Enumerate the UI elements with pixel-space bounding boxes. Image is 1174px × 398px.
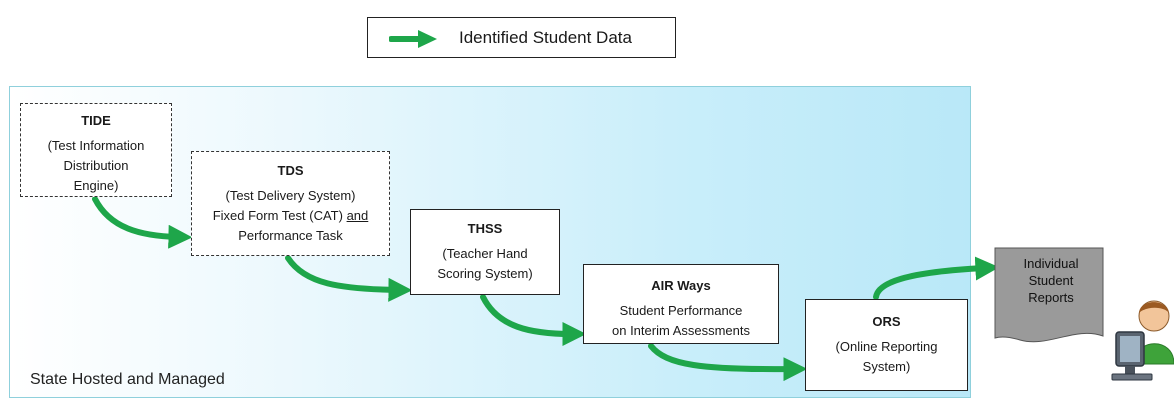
legend-label: Identified Student Data [459, 28, 632, 47]
thss-title: THSS [467, 221, 503, 236]
tide-line: (Test Information [47, 138, 145, 153]
tds-line: Fixed Form Test (CAT) and [192, 206, 389, 226]
airways-line: on Interim Assessments [612, 323, 750, 338]
arrow-ors-to-reports [873, 256, 1000, 300]
tds-line: (Test Delivery System) [225, 188, 356, 203]
tide-line: Engine) [73, 178, 119, 193]
arrow-tds-to-thss [285, 255, 413, 302]
user-computer-icon [1111, 300, 1174, 381]
thss-line: (Teacher Hand [442, 246, 528, 261]
thss-box: THSS (Teacher Hand Scoring System) [410, 209, 560, 295]
tds-line-underlined: and [346, 208, 369, 223]
report-line: Student [1028, 273, 1074, 288]
tds-box: TDS (Test Delivery System) Fixed Form Te… [191, 151, 390, 256]
arrow-tide-to-tds [92, 196, 193, 249]
tide-title: TIDE [81, 113, 111, 128]
report-line: Reports [1028, 290, 1074, 305]
ors-title: ORS [872, 314, 901, 329]
tide-line: Distribution [63, 158, 129, 173]
report-label: Individual Student Reports [1000, 255, 1102, 306]
thss-line: Scoring System) [437, 266, 533, 281]
legend-arrow-icon [389, 30, 437, 48]
airways-line: Student Performance [619, 303, 743, 318]
legend: Identified Student Data [367, 17, 676, 58]
airways-title: AIR Ways [651, 278, 711, 293]
airways-box: AIR Ways Student Performance on Interim … [583, 264, 779, 344]
ors-line: System) [862, 359, 911, 374]
report-line: Individual [1023, 256, 1079, 271]
arrow-airways-to-ors [648, 343, 808, 382]
tds-title: TDS [277, 163, 304, 178]
tds-line: Performance Task [238, 228, 343, 243]
tide-box: TIDE (Test Information Distribution Engi… [20, 103, 172, 197]
panel-label: State Hosted and Managed [30, 371, 225, 388]
tds-line-text: Fixed Form Test (CAT) [212, 208, 347, 223]
document-icon [994, 247, 1104, 343]
ors-line: (Online Reporting [835, 339, 938, 354]
ors-box: ORS (Online Reporting System) [805, 299, 968, 391]
arrow-thss-to-airways [480, 294, 587, 346]
